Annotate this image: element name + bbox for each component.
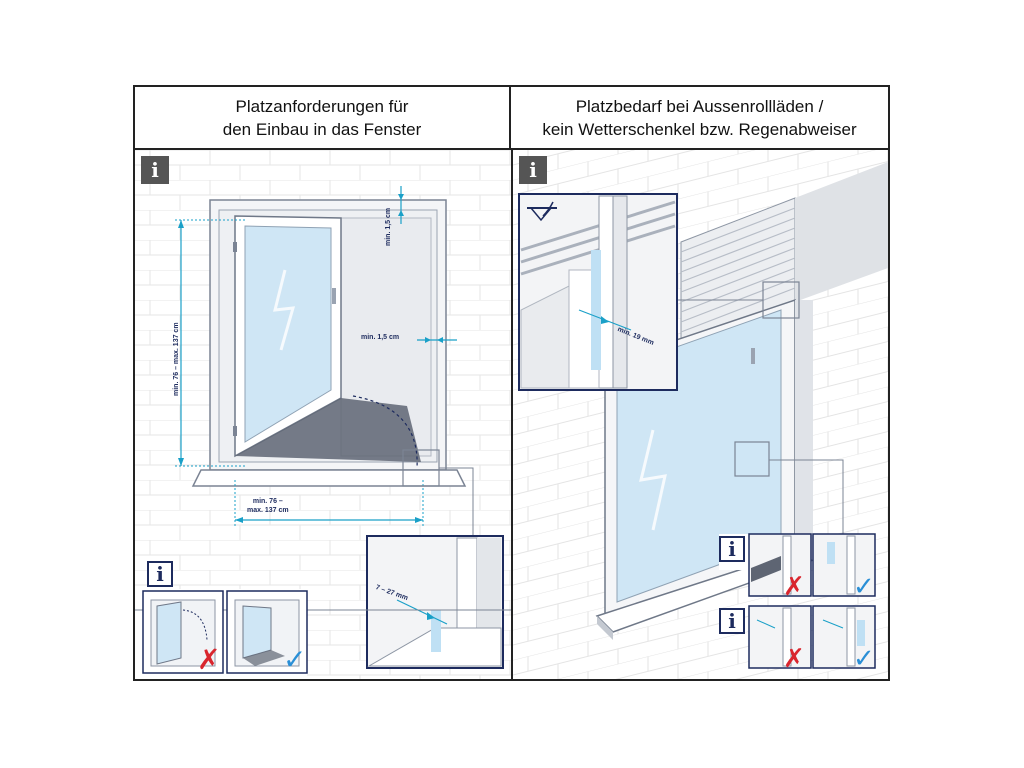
right-illustration <box>513 150 888 679</box>
label-height: min. 76 – max. 137 cm <box>173 322 180 396</box>
right-mark: ✓ <box>853 644 875 674</box>
label-side-gap: min. 1,5 cm <box>361 334 400 341</box>
right-mark: ✓ <box>283 643 307 676</box>
left-panel: i i min. 1,5 cm min. 1,5 cm min. 76 – ma… <box>135 150 511 679</box>
panel-divider <box>511 150 513 679</box>
label-width-line2: max. 137 cm <box>247 507 289 514</box>
window-frame <box>191 199 467 487</box>
header-right-line2: kein Wetterschenkel bzw. Regenabweiser <box>542 119 857 139</box>
info-icon: i <box>141 156 169 184</box>
dimension-width <box>234 480 424 526</box>
header-right-line1: Platzbedarf bei Aussenrollläden / <box>575 96 824 116</box>
info-icon: i <box>719 608 745 634</box>
dimension-side-gap <box>417 337 457 343</box>
label-width-line1: min. 76 – <box>252 498 283 505</box>
comparison-strip <box>135 589 511 679</box>
comparison-rows <box>719 533 876 669</box>
detail-zoom-gap <box>366 535 504 669</box>
wrong-mark: ✗ <box>197 643 221 676</box>
diagram-frame: Platzanforderungen für den Einbau in das… <box>133 85 890 681</box>
detail-zoom-shutter <box>518 193 678 391</box>
header-left-line1: Platzanforderungen für <box>235 96 409 116</box>
header-right: Platzbedarf bei Aussenrollläden / kein W… <box>511 87 888 150</box>
right-mark: ✓ <box>853 572 875 602</box>
left-illustration <box>135 150 511 679</box>
wrong-mark: ✗ <box>783 644 805 674</box>
header-left-line2: den Einbau in das Fenster <box>222 119 422 139</box>
header-left: Platzanforderungen für den Einbau in das… <box>135 87 511 150</box>
info-icon: i <box>147 561 173 587</box>
callout-source-box <box>734 441 770 477</box>
eye-icon <box>527 201 557 222</box>
dimension-top-gap <box>398 186 404 224</box>
info-icon: i <box>719 536 745 562</box>
label-top-gap: min. 1,5 cm <box>385 207 392 246</box>
info-icon: i <box>519 156 547 184</box>
dimension-height <box>175 219 245 467</box>
right-panel: i i i min. 19 mm ✗ ✓ ✗ ✓ <box>513 150 888 679</box>
wrong-mark: ✗ <box>783 572 805 602</box>
label-width: min. 76 – max. 137 cm <box>247 497 289 515</box>
